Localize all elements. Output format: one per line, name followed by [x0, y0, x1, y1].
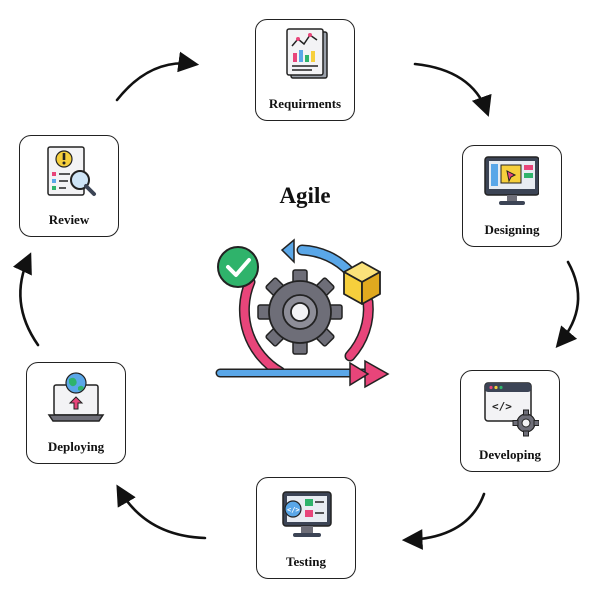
- step-label-testing: Testing: [286, 554, 326, 569]
- report-chart-icon: [286, 28, 328, 79]
- step-card-requirements: Requirments: [255, 19, 355, 121]
- step-label-review: Review: [48, 212, 90, 227]
- step-card-review: Review: [19, 135, 119, 237]
- monitor-design-icon: [484, 156, 539, 205]
- monitor-test-icon: </>: [282, 491, 332, 537]
- step-label-developing: Developing: [478, 447, 542, 462]
- step-card-deploying: Deploying: [26, 362, 126, 464]
- step-card-designing: Designing: [462, 145, 562, 247]
- step-label-designing: Designing: [484, 222, 540, 237]
- diagram-title: Agile: [279, 183, 331, 208]
- step-card-testing: </> Testing: [256, 477, 356, 579]
- step-card-developing: </> Developing: [460, 370, 560, 472]
- svg-text:</>: </>: [287, 506, 300, 514]
- arrow-review-to-requirements: [115, 51, 200, 102]
- arrow-testing-to-deploying: [116, 484, 207, 540]
- code-window-gear-icon: </>: [484, 382, 539, 437]
- arrow-deploying-to-review: [12, 252, 40, 347]
- arrow-requirements-to-designing: [413, 62, 492, 117]
- svg-text:</>: </>: [492, 400, 512, 413]
- arrow-designing-to-developing: [555, 260, 580, 348]
- step-label-deploying: Deploying: [47, 439, 105, 454]
- document-magnifier-icon: [47, 146, 96, 196]
- arrow-developing-to-testing: [401, 492, 486, 550]
- step-label-requirements: Requirments: [268, 96, 342, 111]
- laptop-globe-upload-icon: [47, 372, 105, 422]
- agile-cycle-gear-icon: [215, 238, 390, 389]
